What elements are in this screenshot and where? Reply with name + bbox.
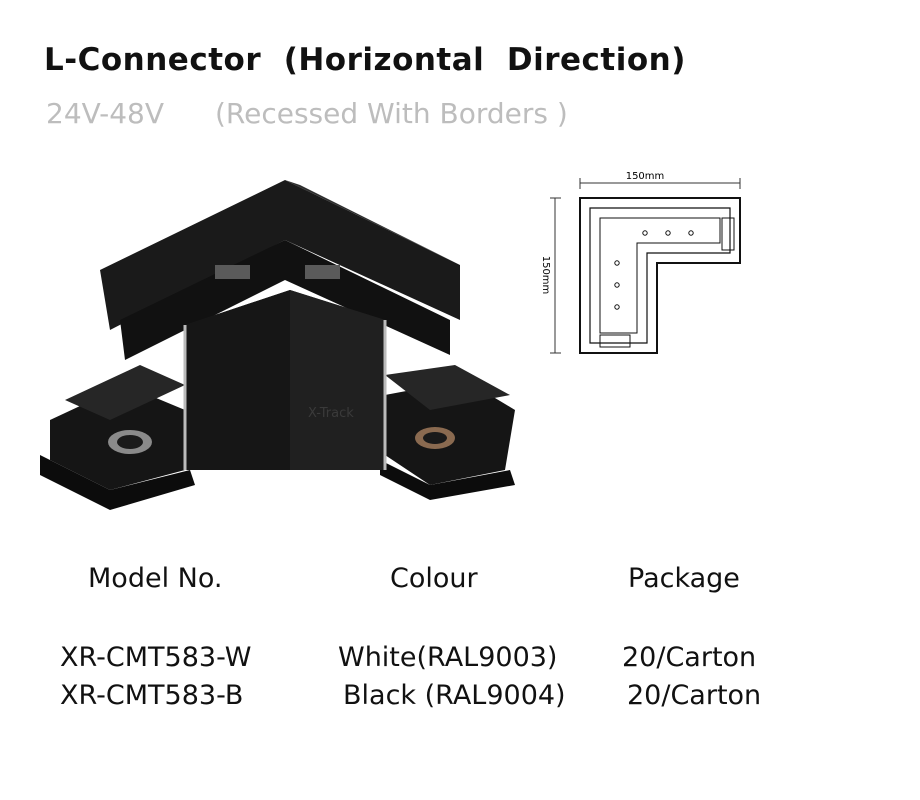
channel-interior: [120, 240, 450, 360]
row-1-colour: White(RAL9003): [338, 642, 558, 673]
product-image: X-Track: [40, 180, 515, 510]
width-label: 150mm: [626, 171, 665, 182]
watermark-text: X-Track: [308, 406, 354, 421]
page-title: L-Connector (Horizontal Direction): [44, 42, 686, 78]
row-2-model: XR-CMT583-B: [60, 680, 244, 711]
header-colour: Colour: [390, 563, 478, 594]
header-package: Package: [628, 563, 740, 594]
header-model: Model No.: [88, 563, 223, 594]
height-label: 150mm: [540, 256, 551, 295]
mount-note: (Recessed With Borders ): [215, 97, 568, 130]
row-2-colour: Black (RAL9004): [343, 680, 566, 711]
dimension-drawing: 150mm 150mm: [540, 171, 741, 354]
row-1-package: 20/Carton: [622, 642, 757, 673]
voltage-range: 24V-48V: [46, 97, 165, 130]
connector-outline: [579, 197, 741, 354]
row-2-package: 20/Carton: [627, 680, 762, 711]
row-1-model: XR-CMT583-W: [60, 642, 252, 673]
